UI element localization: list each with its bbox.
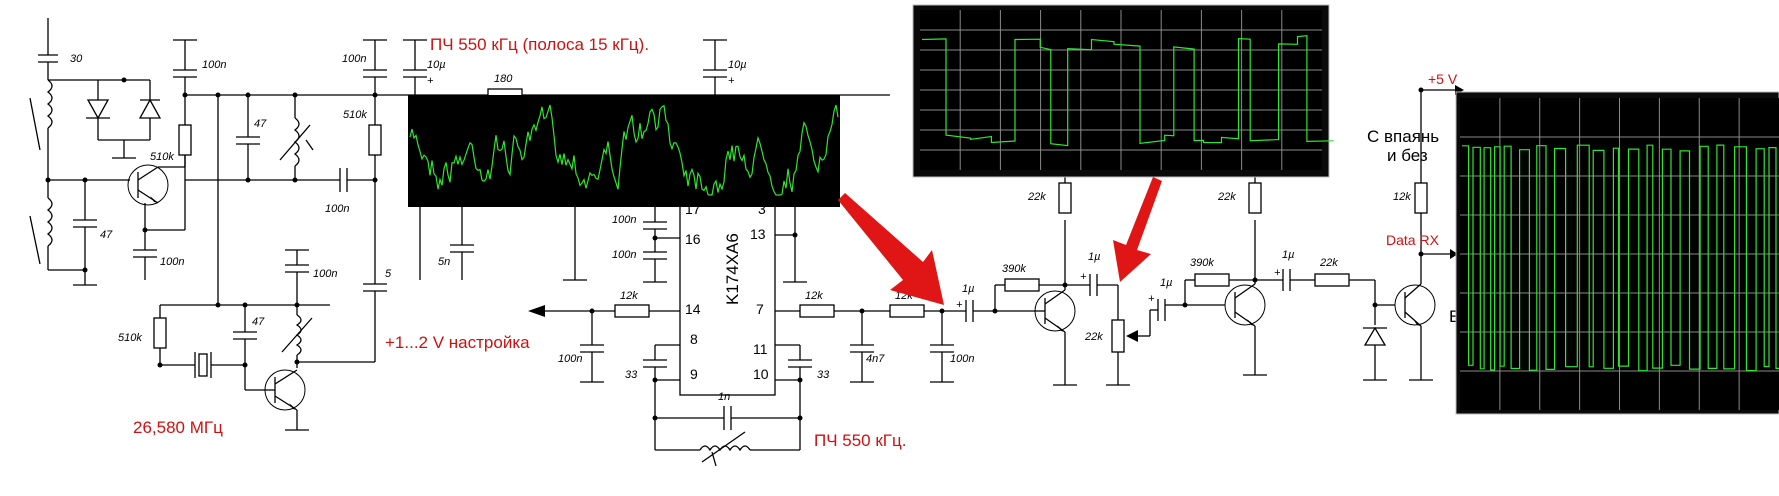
plus-mark: + — [1274, 267, 1281, 279]
arrow-scope1-to-detector — [838, 193, 944, 305]
plus-mark: + — [1148, 293, 1155, 305]
label-c100n-pin14: 100n — [558, 353, 582, 365]
label-c100n-ic2: 100n — [612, 249, 636, 261]
label-c100n-top1: 100n — [202, 59, 226, 71]
pin-14: 14 — [685, 301, 701, 317]
label-c100n-osc: 100n — [313, 268, 337, 280]
label-c5n: 5n — [438, 256, 450, 268]
ic-label: K174XA6 — [723, 233, 742, 305]
label-c5: 5 — [385, 268, 392, 280]
label-r510k-osc: 510k — [118, 332, 142, 344]
if-output-scope — [408, 95, 840, 207]
label-c33-right: 33 — [817, 369, 830, 381]
label-c30: 30 — [70, 53, 83, 65]
pin-16: 16 — [685, 231, 701, 247]
label-r510k-mixer: 510k — [150, 151, 174, 163]
if-output-trace — [409, 104, 839, 196]
label-c100n-filter: 100n — [950, 353, 974, 365]
label-c1u-stage1-in: 1µ — [962, 283, 974, 295]
label-c10u-left: 10µ — [427, 59, 446, 71]
label-c10u-right: 10µ — [728, 59, 747, 71]
annotation-data-rx: Data RX — [1386, 232, 1440, 248]
label-r22k-stage1: 22k — [1027, 191, 1046, 203]
plus-mark: + — [1080, 271, 1087, 283]
text-fragment: Е — [1449, 307, 1460, 326]
annotation-if-band: ПЧ 550 кГц (полоса 15 кГц). — [430, 35, 649, 54]
label-c100n-top2: 100n — [342, 53, 366, 65]
plus-mark: + — [728, 75, 735, 87]
data-rx-scope — [1455, 91, 1779, 415]
annotation-if-bottom: ПЧ 550 кГц. — [814, 431, 906, 450]
label-c1u-out: 1µ — [1282, 249, 1294, 261]
plus-mark: + — [427, 75, 434, 87]
pin-10: 10 — [753, 366, 769, 382]
label-c47-osc: 47 — [252, 316, 265, 328]
text-line-2: и без — [1387, 146, 1428, 165]
label-c100n-emitter: 100n — [160, 256, 184, 268]
label-c1u-stage2-in: 1µ — [1160, 277, 1172, 289]
label-r510k-if: 510k — [343, 109, 367, 121]
rf-front-end: 30 47 — [29, 18, 405, 363]
label-r22k-stage2: 22k — [1217, 191, 1236, 203]
label-r180: 180 — [494, 73, 513, 85]
label-r390k-stage1: 390k — [1002, 263, 1026, 275]
pin-11: 11 — [753, 341, 768, 357]
label-c47-tank: 47 — [254, 118, 267, 130]
detector-output-scope — [912, 4, 1334, 178]
detector-output-trace — [921, 35, 1334, 147]
annotation-crystal-frequency: 26,580 МГц — [133, 418, 223, 437]
arrow-scope2-to-pot — [1113, 177, 1162, 282]
annotation-tuning: +1...2 V настройка — [385, 333, 530, 352]
label-r12k-pin7: 12k — [805, 290, 823, 302]
label-c1u-pot: 1µ — [1088, 251, 1100, 263]
pin-13: 13 — [750, 226, 766, 242]
label-r390k-stage2: 390k — [1190, 257, 1214, 269]
audio-data-stages: 1µ + 390k 22k 1µ + — [956, 71, 1464, 386]
label-c1n: 1n — [718, 391, 730, 403]
local-oscillator: 510k 47 100n — [118, 249, 337, 431]
text-line-1: С впаянь — [1367, 127, 1439, 146]
label-c47-left: 47 — [100, 229, 113, 241]
label-r22k-pot: 22k — [1084, 331, 1103, 343]
label-c100n-coupling: 100n — [325, 203, 349, 215]
label-r22k-out: 22k — [1319, 257, 1338, 269]
pin-7: 7 — [756, 301, 764, 317]
label-r12k-out: 12k — [1393, 191, 1411, 203]
pin-9: 9 — [690, 366, 698, 382]
label-c33-left: 33 — [625, 369, 638, 381]
pin-3: 3 — [758, 201, 766, 217]
pin-8: 8 — [690, 331, 698, 347]
plus-mark: + — [956, 299, 963, 311]
label-c4n7: 4n7 — [866, 353, 885, 365]
annotation-supply: +5 V — [1428, 71, 1458, 87]
label-c100n-ic1: 100n — [612, 214, 636, 226]
data-rx-trace — [1462, 144, 1779, 372]
label-r12k-pin14: 12k — [620, 290, 638, 302]
